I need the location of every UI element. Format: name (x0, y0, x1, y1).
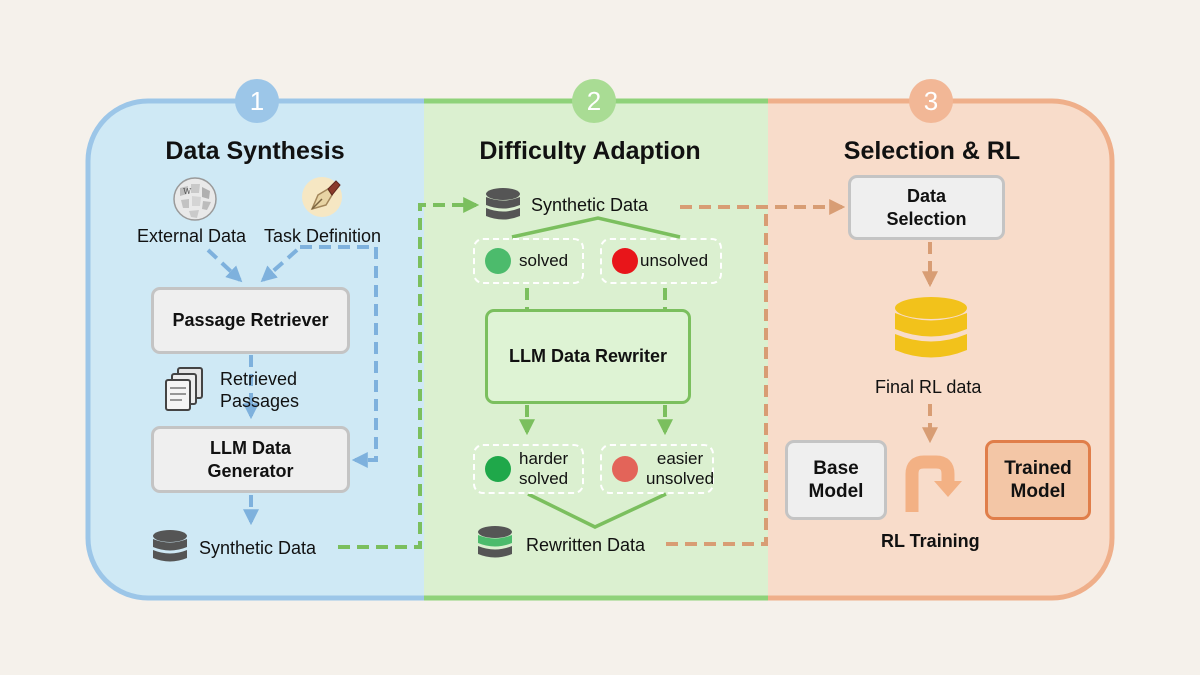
harder-dot-icon (485, 456, 511, 482)
trained-model-box: Trained Model (985, 440, 1091, 520)
synthesis-arrows (206, 245, 378, 526)
easier-line-2: unsolved (646, 469, 715, 488)
panel-selection-border (768, 98, 1115, 601)
synthetic-database-icon-2 (486, 188, 520, 220)
generator-line-1: LLM Data (210, 437, 291, 458)
harder-solved-pill: harder solved (473, 444, 584, 494)
data-selection-line-2: Selection (886, 208, 967, 229)
section-2-title: Difficulty Adaption (479, 137, 701, 165)
data-selection-line-1: Data (906, 185, 946, 206)
task-pen-icon (302, 177, 342, 217)
rewritten-data-label: Rewritten Data (526, 535, 646, 555)
section-1-badge: 1 (235, 79, 279, 123)
unsolved-label: unsolved (640, 251, 709, 270)
unsolved-pill: unsolved (600, 238, 722, 284)
passage-retriever-box: Passage Retriever (151, 287, 350, 354)
final-rl-database-icon (895, 297, 967, 358)
base-model-box: Base Model (785, 440, 887, 520)
generator-line-2: Generator (207, 460, 294, 481)
difficulty-arrows (338, 197, 673, 549)
section-3-title: Selection & RL (843, 137, 1021, 165)
difficulty-brackets (511, 216, 681, 529)
solved-label: solved (519, 251, 569, 270)
synthetic-database-icon (153, 530, 187, 562)
final-rl-data-label: Final RL data (875, 377, 982, 397)
difficulty-synthetic-data-label: Synthetic Data (531, 195, 649, 215)
selection-arrows (666, 199, 938, 546)
base-line-2: Model (808, 481, 864, 502)
section-1-title: Data Synthesis (165, 137, 345, 165)
solved-pill: solved (473, 238, 584, 284)
rl-training-arrow (905, 455, 962, 512)
easier-dot-icon (612, 456, 638, 482)
rewritten-database-icon (478, 526, 512, 558)
easier-line-1: easier (656, 449, 704, 468)
base-line-1: Base (813, 458, 859, 479)
trained-line-2: Model (1010, 481, 1066, 502)
retrieved-line-1: Retrieved (220, 369, 298, 389)
wikipedia-globe-icon: W (173, 177, 217, 221)
svg-text:W: W (183, 187, 192, 196)
rl-training-label: RL Training (881, 531, 980, 551)
documents-icon (165, 367, 203, 411)
harder-solved-label: harder solved (519, 449, 568, 489)
data-selection-box: Data Selection (848, 175, 1005, 240)
harder-line-1: harder (519, 449, 569, 468)
trained-line-1: Trained (1004, 458, 1072, 479)
section-2-badge: 2 (572, 79, 616, 123)
retrieved-line-2: Passages (220, 391, 300, 411)
section-3-badge: 3 (909, 79, 953, 123)
harder-line-2: solved (519, 469, 569, 488)
external-data-label: External Data (137, 226, 247, 246)
unsolved-dot-icon (612, 248, 638, 274)
llm-data-rewriter-box: LLM Data Rewriter (485, 309, 691, 404)
task-definition-label: Task Definition (264, 226, 382, 246)
easier-unsolved-label: easier unsolved (646, 449, 714, 489)
panel-synthesis-border (85, 98, 424, 601)
easier-unsolved-pill: easier unsolved (600, 444, 714, 494)
synthetic-data-label: Synthetic Data (199, 538, 317, 558)
retrieved-passages-label: Retrieved Passages (220, 368, 299, 412)
solved-dot-icon (485, 248, 511, 274)
llm-data-generator-box: LLM Data Generator (151, 426, 350, 493)
